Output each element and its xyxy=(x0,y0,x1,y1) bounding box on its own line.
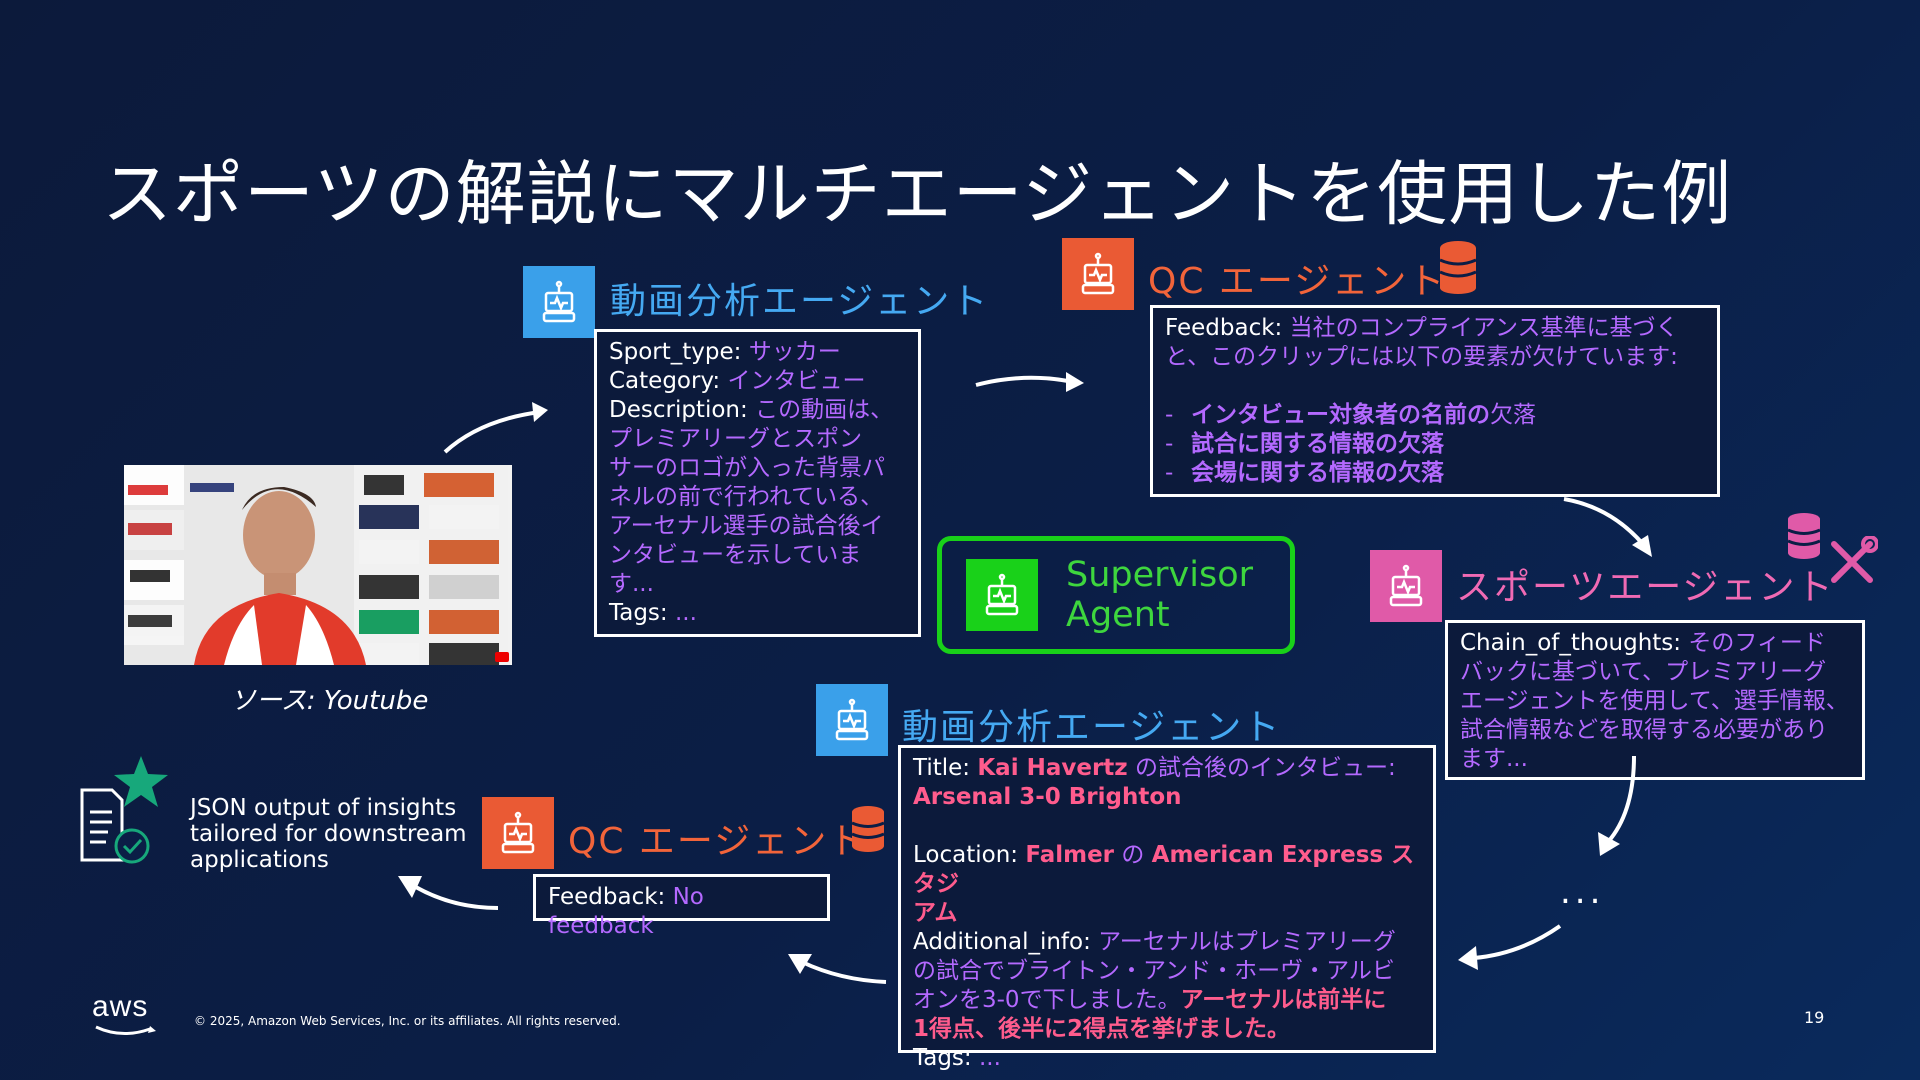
feedback-value: No feedback xyxy=(548,884,704,939)
arrow-4 xyxy=(1598,755,1636,856)
sport-type-label: Sport_type: xyxy=(609,339,742,365)
cot-line: エージェントを使用して、選手情報、 xyxy=(1460,688,1849,714)
video-agent-1-title: 動画分析エージェント xyxy=(610,281,990,322)
info-highlight: 1得点、後半に2得点を挙げました。 xyxy=(913,1016,1291,1042)
description-line: アーセナル選手の試合後イ xyxy=(609,513,884,539)
qc-agent-2-output: Feedback: No feedback xyxy=(533,874,830,939)
arrow-3 xyxy=(1563,497,1652,557)
copyright: © 2025, Amazon Web Services, Inc. or its… xyxy=(194,1014,621,1028)
video-agent-1-icon xyxy=(523,266,595,338)
star-icon xyxy=(114,756,168,807)
category-label: Category: xyxy=(609,368,721,394)
database-icon xyxy=(1439,241,1477,294)
video-agent-2-output: Title: Kai Havertz の試合後のインタビュー: Arsenal … xyxy=(898,745,1436,1071)
arrow-7 xyxy=(398,876,499,910)
document-check-icon xyxy=(80,788,150,864)
feedback-line: と、このクリップには以下の要素が欠けています: xyxy=(1165,344,1678,370)
qc-agent-1-icon xyxy=(1062,238,1134,310)
tools-icon xyxy=(1831,536,1878,583)
supervisor-icon xyxy=(966,559,1038,631)
info-line: の試合でブライトン・アンド・ホーヴ・アルビ xyxy=(913,958,1395,984)
qc-agent-1-title: QC エージェント xyxy=(1148,261,1447,302)
json-output-line: JSON output of insights xyxy=(190,795,457,821)
video-agent-2-icon xyxy=(816,684,888,756)
video-thumbnail[interactable] xyxy=(124,465,512,665)
cot-line: 試合情報などを取得する必要があり xyxy=(1460,717,1828,743)
info-label: Additional_info: xyxy=(913,929,1091,955)
description-line: サーのロゴが入った背景パ xyxy=(609,455,885,481)
description-line: ネルの前で行われている、 xyxy=(609,484,884,510)
arrow-2 xyxy=(975,372,1084,392)
page-title: スポーツの解説にマルチエージェントを使用した例 xyxy=(102,153,1733,235)
title-value: Arsenal 3-0 Brighton xyxy=(913,784,1182,810)
sports-agent-title: スポーツエージェント xyxy=(1456,567,1835,608)
cot-line: そのフィード xyxy=(1688,630,1826,656)
database-icon xyxy=(851,806,885,852)
qc-agent-2-title: QC エージェント xyxy=(568,821,867,862)
location-value: American Express スタジ xyxy=(913,842,1415,897)
info-line: アーセナルはプレミアリーグ xyxy=(1098,929,1396,955)
cot-line: ます... xyxy=(1460,746,1528,772)
feedback-item: -会場に関する情報の欠落 xyxy=(1165,460,1444,486)
json-output-text: JSON output of insights tailored for dow… xyxy=(190,795,467,873)
supervisor-agent[interactable]: Supervisor Agent xyxy=(937,536,1295,654)
robot-icon xyxy=(1389,564,1423,607)
info-highlight: アーセナルは前半に xyxy=(1180,987,1387,1013)
location-value: アム xyxy=(913,900,958,926)
arrow-6 xyxy=(788,954,887,984)
robot-icon xyxy=(835,698,869,741)
feedback-label: Feedback: xyxy=(548,884,666,910)
tags-value: ... xyxy=(978,1045,1001,1071)
video-agent-1-output: Sport_type: サッカー Category: インタビュー Descri… xyxy=(594,329,921,637)
aws-logo: aws xyxy=(92,990,156,1043)
robot-icon xyxy=(501,811,535,854)
feedback-item: -インタビュー対象者の名前の欠落 xyxy=(1165,402,1536,428)
tags-label: Tags: xyxy=(609,600,668,626)
feedback-label: Feedback: xyxy=(1165,315,1283,341)
feedback-item: -試合に関する情報の欠落 xyxy=(1165,431,1444,457)
source-value: Youtube xyxy=(323,686,429,716)
tags-label: Tags: xyxy=(913,1045,972,1071)
robot-icon xyxy=(985,573,1019,616)
arrow-5 xyxy=(1458,924,1562,970)
location-label: Location: xyxy=(913,842,1019,868)
description-label: Description: xyxy=(609,397,748,423)
description-line: ンタビューを示していま xyxy=(609,542,862,568)
sports-agent-output: Chain_of_thoughts: そのフィード バックに基づいて、プレミアリ… xyxy=(1445,620,1865,780)
source-caption: ソース: Youtube xyxy=(230,680,428,717)
supervisor-line2: Agent xyxy=(1066,595,1170,635)
json-output-line: tailored for downstream xyxy=(190,821,467,847)
cot-label: Chain_of_thoughts: xyxy=(1460,630,1682,656)
video-agent-2-title: 動画分析エージェント xyxy=(902,707,1282,748)
sport-type-value: サッカー xyxy=(748,339,841,365)
description-line: この動画は、 xyxy=(755,397,894,423)
source-label: ソース: xyxy=(230,686,316,716)
qc-agent-1-output: Feedback: 当社のコンプライアンス基準に基づく と、このクリップには以下… xyxy=(1150,305,1720,497)
database-icon xyxy=(1787,513,1821,559)
title-value: Kai Havertz xyxy=(977,755,1128,781)
title-label: Title: xyxy=(913,755,971,781)
robot-icon xyxy=(542,280,576,323)
cot-line: バックに基づいて、プレミアリーグ xyxy=(1460,659,1827,685)
feedback-line: 当社のコンプライアンス基準に基づく xyxy=(1289,315,1679,341)
info-line: オンを3-0で下しました。 xyxy=(913,987,1181,1013)
json-output-line: applications xyxy=(190,847,329,873)
arrow-1 xyxy=(443,402,548,454)
title-value: の試合後のインタビュー: xyxy=(1135,755,1396,781)
location-value: の xyxy=(1121,842,1145,868)
tags-value: ... xyxy=(674,600,697,626)
page-number: 19 xyxy=(1804,1008,1825,1027)
robot-icon xyxy=(1081,252,1115,295)
sports-agent-icon xyxy=(1370,550,1442,622)
qc-agent-2-icon xyxy=(482,797,554,869)
interview-image xyxy=(124,465,512,665)
description-line: プレミアリーグとスポン xyxy=(609,426,862,452)
ellipsis: ... xyxy=(1560,872,1605,912)
category-value: インタビュー xyxy=(727,368,866,394)
description-line: す... xyxy=(609,571,654,597)
aws-smile-icon xyxy=(95,1025,156,1035)
location-value: Falmer xyxy=(1025,842,1115,868)
supervisor-line1: Supervisor xyxy=(1066,555,1254,595)
